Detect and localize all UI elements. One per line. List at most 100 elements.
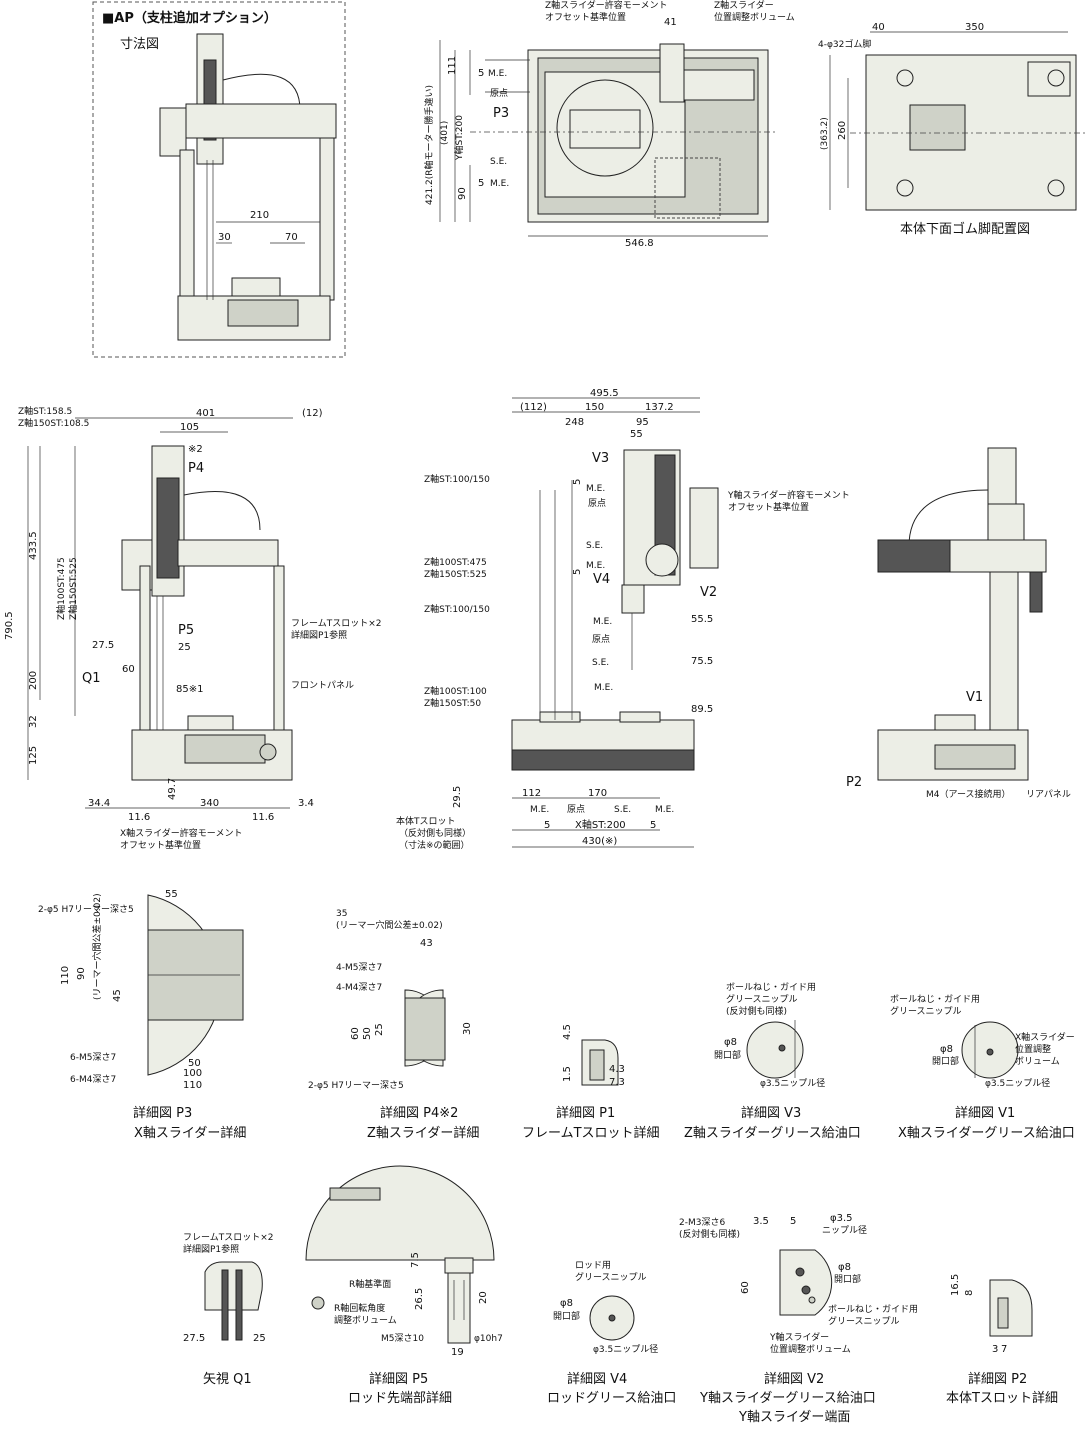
svg-text:150: 150 (585, 402, 604, 413)
svg-text:（反対側も同様）: （反対側も同様） (399, 827, 471, 839)
svg-text:(112): (112) (520, 402, 547, 413)
svg-text:S.E.: S.E. (586, 541, 603, 551)
svg-text:Y軸スライダー: Y軸スライダー (769, 1331, 829, 1343)
svg-text:5: 5 (572, 479, 583, 485)
svg-text:グリースニップル: グリースニップル (726, 993, 798, 1005)
svg-text:4-M5深さ7: 4-M5深さ7 (336, 962, 382, 973)
svg-text:546.8: 546.8 (625, 238, 654, 249)
svg-text:30: 30 (462, 1022, 473, 1035)
p5-subtitle: ロッド先端部詳細 (348, 1390, 452, 1406)
svg-text:V2: V2 (700, 585, 717, 600)
detail-p2: 16.5 8 3 7 詳細図 P2 本体Tスロット詳細 (946, 1274, 1058, 1406)
svg-text:R軸基準面: R軸基準面 (349, 1278, 391, 1290)
svg-text:260: 260 (837, 121, 848, 140)
svg-text:27.5: 27.5 (92, 640, 114, 651)
svg-text:95: 95 (636, 417, 649, 428)
svg-text:位置調整: 位置調整 (1015, 1043, 1051, 1055)
svg-text:(401): (401) (440, 121, 450, 145)
detail-p3: 55 2-φ5 H7リーマー深さ5 110 90 (リーマー穴間公差±0.02)… (38, 889, 246, 1141)
ap-title: ■AP（支柱追加オプション） (102, 10, 277, 26)
top-view: Z軸スライダー許容モーメント オフセット基準位置 Z軸スライダー 位置調整ボリュ… (423, 0, 795, 249)
p2-title: 詳細図 P2 (968, 1371, 1027, 1387)
svg-text:2-φ5 H7リーマー深さ5: 2-φ5 H7リーマー深さ5 (38, 904, 134, 915)
svg-text:43: 43 (420, 938, 433, 949)
svg-text:φ8: φ8 (724, 1037, 737, 1048)
svg-text:φ8: φ8 (560, 1298, 573, 1309)
svg-text:※2: ※2 (188, 444, 203, 455)
svg-text:Z軸100ST:475: Z軸100ST:475 (424, 556, 487, 568)
svg-text:グリースニップル: グリースニップル (828, 1315, 900, 1327)
svg-text:(リーマー穴間公差±0.02): (リーマー穴間公差±0.02) (336, 919, 443, 931)
svg-text:8: 8 (964, 1290, 975, 1296)
v1-title: 詳細図 V1 (955, 1105, 1015, 1121)
p2-subtitle: 本体Tスロット詳細 (946, 1390, 1058, 1406)
svg-text:75.5: 75.5 (691, 656, 713, 667)
svg-text:X軸スライダー許容モーメント: X軸スライダー許容モーメント (120, 827, 242, 839)
svg-text:430(※): 430(※) (582, 836, 617, 847)
svg-text:29.5: 29.5 (452, 786, 463, 808)
svg-text:本体Tスロット: 本体Tスロット (396, 815, 456, 827)
svg-text:6-M5深さ7: 6-M5深さ7 (70, 1052, 116, 1063)
svg-text:41: 41 (664, 17, 677, 28)
svg-text:110: 110 (60, 966, 71, 985)
p3-title: 詳細図 P3 (133, 1105, 192, 1121)
svg-text:S.E.: S.E. (614, 805, 631, 815)
svg-text:350: 350 (965, 22, 984, 33)
svg-text:V1: V1 (966, 690, 983, 705)
svg-text:7.5: 7.5 (410, 1252, 421, 1268)
svg-text:ロッド用: ロッド用 (575, 1260, 611, 1271)
svg-text:90: 90 (457, 187, 468, 200)
svg-text:5: 5 (650, 820, 656, 831)
svg-text:(12): (12) (302, 408, 323, 419)
svg-text:3.4: 3.4 (298, 798, 314, 809)
p4-title: 詳細図 P4※2 (380, 1105, 458, 1121)
svg-text:421.2(R軸モーター勝手違い): 421.2(R軸モーター勝手違い) (423, 85, 435, 205)
svg-text:(反対側も同様): (反対側も同様) (726, 1005, 787, 1017)
svg-text:4-M4深さ7: 4-M4深さ7 (336, 982, 382, 993)
svg-text:790.5: 790.5 (4, 611, 15, 640)
side-view: Z軸ST:158.5 Z軸150ST:108.5 401 105 (12) ※2… (4, 405, 382, 851)
svg-text:オフセット基準位置: オフセット基準位置 (545, 11, 626, 23)
svg-text:ボールねじ・ガイド用: ボールねじ・ガイド用 (726, 982, 816, 993)
svg-text:M.E.: M.E. (490, 179, 509, 189)
svg-text:P5: P5 (178, 623, 194, 638)
svg-text:60: 60 (740, 1281, 751, 1294)
v1-subtitle: X軸スライダーグリース給油口 (898, 1126, 1075, 1141)
svg-text:7: 7 (1001, 1344, 1007, 1355)
svg-text:φ3.5: φ3.5 (830, 1213, 853, 1224)
svg-text:Z軸150ST:525: Z軸150ST:525 (424, 568, 487, 580)
svg-text:495.5: 495.5 (590, 388, 619, 399)
svg-text:φ8: φ8 (838, 1262, 851, 1273)
svg-text:調整ボリューム: 調整ボリューム (334, 1314, 397, 1326)
p4-subtitle: Z軸スライダー詳細 (367, 1125, 479, 1141)
svg-text:詳細図P1参照: 詳細図P1参照 (291, 629, 347, 641)
svg-text:M.E.: M.E. (593, 617, 612, 627)
front-view: 495.5 (112) 150 137.2 248 95 55 V3 Z軸ST:… (396, 388, 850, 851)
svg-text:S.E.: S.E. (592, 658, 609, 668)
p5-title: 詳細図 P5 (369, 1371, 428, 1387)
detail-p4: 35 (リーマー穴間公差±0.02) 43 4-M5深さ7 4-M4深さ7 60… (308, 909, 479, 1141)
svg-text:ボールねじ・ガイド用: ボールねじ・ガイド用 (890, 994, 980, 1005)
svg-text:170: 170 (588, 788, 607, 799)
svg-text:Z軸150ST:525: Z軸150ST:525 (67, 557, 79, 620)
svg-text:4-φ32ゴム脚: 4-φ32ゴム脚 (818, 38, 871, 50)
bottom-view-caption: 本体下面ゴム脚配置図 (900, 221, 1030, 237)
svg-text:X軸スライダー: X軸スライダー (1015, 1031, 1075, 1043)
svg-text:340: 340 (200, 798, 219, 809)
svg-text:70: 70 (285, 232, 298, 243)
svg-text:Z軸ST:158.5: Z軸ST:158.5 (18, 405, 72, 417)
svg-text:φ3.5ニップル径: φ3.5ニップル径 (985, 1077, 1050, 1089)
svg-text:25: 25 (178, 642, 191, 653)
p1-subtitle: フレームTスロット詳細 (522, 1125, 660, 1141)
svg-text:210: 210 (250, 210, 269, 221)
svg-text:Z軸100ST:475: Z軸100ST:475 (55, 557, 67, 620)
svg-text:S.E.: S.E. (490, 157, 507, 167)
detail-q1: フレームTスロット×2 詳細図P1参照 27.5 25 矢視 Q1 (183, 1232, 274, 1387)
svg-text:60: 60 (350, 1027, 361, 1040)
svg-text:グリースニップル: グリースニップル (575, 1271, 647, 1283)
svg-text:Z軸150ST:50: Z軸150ST:50 (424, 697, 481, 709)
svg-text:オフセット基準位置: オフセット基準位置 (120, 839, 201, 851)
svg-text:φ3.5ニップル径: φ3.5ニップル径 (760, 1077, 825, 1089)
svg-text:2-M3深さ6: 2-M3深さ6 (679, 1217, 725, 1228)
